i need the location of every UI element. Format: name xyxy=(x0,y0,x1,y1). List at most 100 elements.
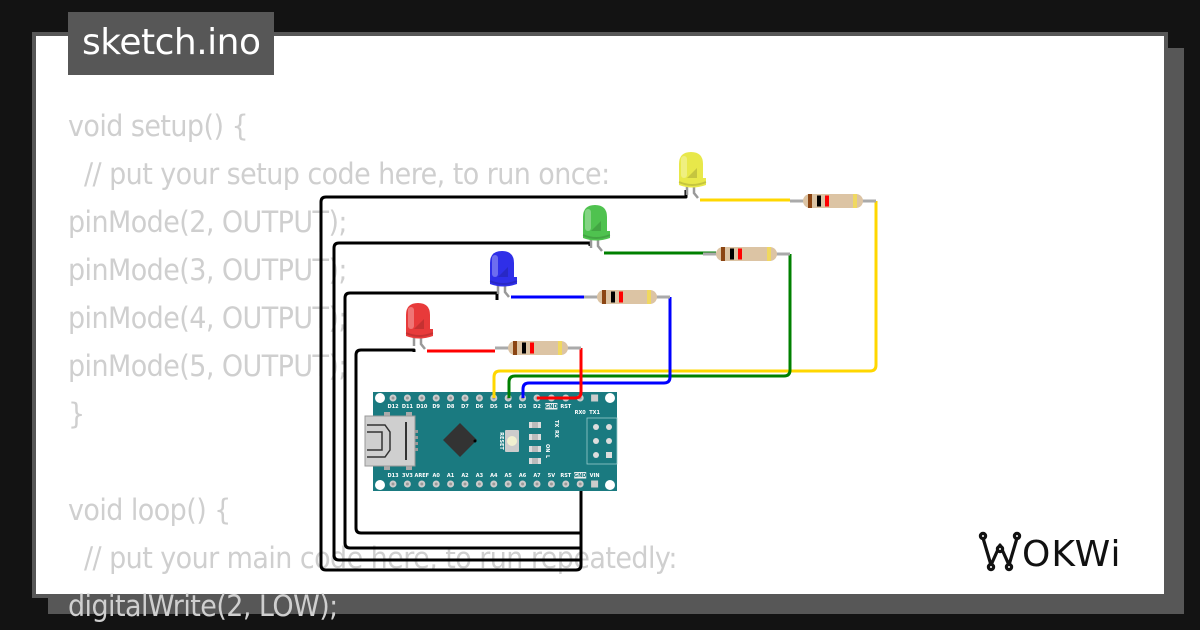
pin-label: D5 xyxy=(490,404,498,410)
pin-d7[interactable]: D7 xyxy=(461,394,469,411)
pin-label: A5 xyxy=(505,473,513,479)
pin-label: A0 xyxy=(433,473,441,479)
pin-d8[interactable]: D8 xyxy=(447,394,455,411)
ground-wire-green[interactable] xyxy=(332,241,592,562)
pin-a5[interactable]: A5 xyxy=(505,473,513,488)
ground-wire-red[interactable] xyxy=(354,348,581,535)
pin-d13[interactable]: D13 xyxy=(387,473,399,488)
code-line: } xyxy=(68,397,85,431)
wokwi-wordmark: OKWi xyxy=(1022,534,1121,575)
resistor-band xyxy=(513,341,517,355)
board-leds xyxy=(529,422,541,464)
pin-gnd[interactable]: GND xyxy=(574,472,586,488)
led-blue[interactable] xyxy=(489,251,518,298)
pin-a1[interactable]: A1 xyxy=(447,473,455,488)
icsp-header xyxy=(586,417,618,465)
pin-a0[interactable]: A0 xyxy=(433,473,441,488)
pin-d6[interactable]: D6 xyxy=(476,394,484,411)
reset-label: RESET xyxy=(498,432,504,450)
code-line: void loop() { xyxy=(68,493,231,527)
resistor-band xyxy=(825,195,829,207)
pin-label: GND xyxy=(545,404,557,410)
pin-label: 5V xyxy=(548,473,555,479)
reset-button[interactable] xyxy=(505,430,519,452)
pin-label: RX0 xyxy=(575,410,587,416)
wokwi-logo: OKWi xyxy=(978,531,1121,575)
code-line: digitalWrite(2, LOW); xyxy=(68,589,338,623)
resistor-band xyxy=(730,248,734,260)
pin-d11[interactable]: D11 xyxy=(402,394,414,411)
pin-d10[interactable]: D10 xyxy=(416,394,428,411)
pin-label: 3V3 xyxy=(402,473,413,479)
pin-label: A1 xyxy=(447,473,455,479)
pin-rst[interactable]: RST xyxy=(560,473,572,488)
resistor-band xyxy=(522,342,526,354)
resistor-red[interactable] xyxy=(495,341,581,355)
pin-d12[interactable]: D12 xyxy=(387,394,399,411)
code-line: pinMode(2, OUTPUT); xyxy=(68,205,348,239)
wire-red-d2[interactable] xyxy=(427,348,583,400)
pin-a2[interactable]: A2 xyxy=(461,473,469,488)
resistor-blue[interactable] xyxy=(584,290,670,304)
resistor-band xyxy=(721,247,725,261)
pin-aref[interactable]: AREF xyxy=(415,473,430,488)
microcontroller-chip xyxy=(443,423,477,457)
led-red[interactable] xyxy=(405,303,434,350)
pin-label: D7 xyxy=(461,404,469,410)
wire-blue-d3[interactable] xyxy=(511,295,672,398)
led-label-tx: TX xyxy=(553,420,559,427)
resistor-band xyxy=(853,194,857,208)
pin-label: A6 xyxy=(519,473,527,479)
mount-hole xyxy=(605,480,615,490)
code-line: pinMode(4, OUTPUT); xyxy=(68,301,348,335)
file-title-tab[interactable]: sketch.ino xyxy=(68,12,275,75)
resistor-band xyxy=(767,247,771,261)
ground-wire-blue[interactable] xyxy=(343,291,581,550)
pin-label: D12 xyxy=(387,404,399,410)
pin-a3[interactable]: A3 xyxy=(476,473,484,488)
pin-label: D11 xyxy=(402,404,414,410)
pin-3v3[interactable]: 3V3 xyxy=(402,473,413,488)
resistor-band xyxy=(647,290,651,304)
ground-wire-yellow[interactable] xyxy=(319,190,688,572)
resistor-band xyxy=(611,291,615,303)
resistor-band xyxy=(619,291,623,303)
pin-label: D3 xyxy=(519,404,527,410)
pin-label: D10 xyxy=(416,404,428,410)
pin-label: D6 xyxy=(476,404,484,410)
arduino-nano-board[interactable]: RESET TX RX ON L D12 xyxy=(364,392,618,491)
resistor-band xyxy=(558,341,562,355)
resistor-yellow[interactable] xyxy=(790,194,876,208)
wire-green-d4[interactable] xyxy=(507,251,792,398)
pin-label: A3 xyxy=(476,473,484,479)
pin-vin[interactable]: VIN xyxy=(590,473,600,488)
resistor-band xyxy=(817,195,821,207)
pin-d9[interactable]: D9 xyxy=(432,394,441,411)
pin-tx1[interactable]: TX1 xyxy=(589,394,600,417)
wire-yellow-d5[interactable] xyxy=(492,198,878,398)
resistor-green[interactable] xyxy=(703,247,790,261)
pin-a7[interactable]: A7 xyxy=(533,473,541,488)
pin-label: TX1 xyxy=(589,410,600,416)
led-green[interactable] xyxy=(582,205,611,252)
code-line: pinMode(5, OUTPUT); xyxy=(68,349,348,383)
led-label-on: ON xyxy=(544,444,550,452)
pin-5v[interactable]: 5V xyxy=(548,473,555,488)
led-label-rx: RX xyxy=(553,430,559,438)
pin-label: VIN xyxy=(590,473,600,479)
code-line: void setup() { xyxy=(68,109,249,143)
pin-label: D2 xyxy=(533,404,541,410)
mount-hole xyxy=(375,480,385,490)
pin-a4[interactable]: A4 xyxy=(490,473,498,488)
led-yellow[interactable] xyxy=(678,152,707,199)
pin-a6[interactable]: A6 xyxy=(519,473,527,488)
pin-label: GND xyxy=(574,473,586,479)
code-editor: void setup() { // put your setup code he… xyxy=(68,102,677,630)
ground-wires xyxy=(319,190,688,572)
pin-label: D4 xyxy=(504,404,512,410)
mount-hole xyxy=(375,393,385,403)
pin-label: D13 xyxy=(387,473,399,479)
pin-label: D9 xyxy=(432,404,440,410)
pin-label: A2 xyxy=(461,473,469,479)
